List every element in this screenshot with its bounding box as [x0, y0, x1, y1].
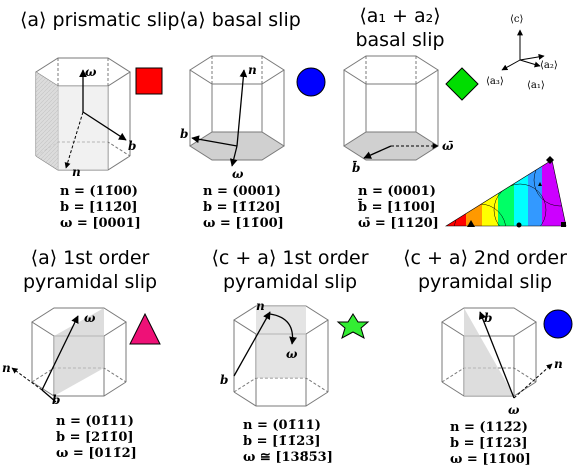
- panel-2-circle-marker: [296, 67, 326, 97]
- ipf-color-key: [444, 156, 567, 228]
- panel-5-formula-b: b = [1̄1̄23]: [243, 434, 321, 449]
- panel-5-omega-arc: [269, 313, 297, 345]
- panel-4-formula-n: n = (01̄11): [56, 414, 134, 429]
- axis-label-a2: ⟨a₂⟩: [540, 60, 558, 71]
- panel-6-label-n: n: [554, 357, 563, 371]
- panel-5-title: ⟨c + a⟩ 1st order pyramidal slip: [205, 246, 375, 294]
- panel-3-formula-b: b̄ = [11̄00]: [358, 200, 436, 215]
- panel-1-b-vector: [82, 111, 127, 141]
- panel-1-title-line-1: ⟨a⟩ prismatic slip: [20, 9, 180, 31]
- panel-1-formula-b: b = [112̄0]: [60, 200, 138, 215]
- panel-6-b-vector: [478, 311, 515, 399]
- panel-4-title-line-1: ⟨a⟩ 1st order: [30, 247, 150, 269]
- panel-5-formula-n: n = (01̄11): [243, 418, 321, 433]
- panel-6-n-vector: [513, 363, 553, 399]
- panel-4-title: ⟨a⟩ 1st order pyramidal slip: [10, 246, 170, 294]
- panel-2-formula-b: b = [1̄1̄20]: [203, 200, 281, 215]
- panel-4-b-vector: [41, 389, 57, 403]
- panel-2-title: ⟨a⟩ basal slip: [175, 8, 305, 32]
- panel-4-formula-b: b = [21̄1̄0]: [56, 430, 134, 445]
- panel-4-title-line-2: pyramidal slip: [22, 271, 158, 293]
- panel-5-formula-omega: ω ≅ [138̄5̄3]: [243, 450, 333, 465]
- panel-5-star-marker: [336, 313, 370, 340]
- panel-2-label-n: n: [248, 63, 257, 77]
- panel-6-formula-omega: ω = [11̄00]: [450, 452, 531, 467]
- panel-1-formula-n: n = (11̄00): [60, 184, 138, 199]
- panel-2-formulas: n = (0001) b = [1̄1̄20] ω = [11̄00]: [203, 184, 284, 232]
- panel-2-hexagonal-prism: [189, 55, 285, 160]
- panel-3-formulas: n = (0001) b̄ = [11̄00] ω̄ = [112̄0]: [358, 184, 439, 232]
- panel-6-formula-n: n = (112̄2): [450, 420, 528, 435]
- panel-6-formulas: n = (112̄2) b = [1̄1̄23] ω = [11̄00]: [450, 420, 531, 468]
- panel-2-label-omega: ω: [232, 167, 244, 181]
- panel-6-label-b: b: [484, 311, 492, 325]
- panel-1-label-omega: ω: [85, 65, 97, 79]
- panel-1-square-marker: [135, 67, 163, 95]
- panel-4-triangle-marker: [129, 312, 161, 345]
- panel-3-label-b: b̄: [352, 159, 360, 175]
- panel-5-label-omega: ω: [286, 347, 298, 361]
- panel-5-slip-plane: [256, 306, 306, 378]
- panel-1-title: ⟨a⟩ prismatic slip: [20, 8, 180, 32]
- axis-label-a3: ⟨a₃⟩: [486, 76, 504, 87]
- panel-3-title-line-2: basal slip: [355, 29, 445, 51]
- panel-2-title-line-1: ⟨a⟩ basal slip: [179, 9, 301, 31]
- panel-2-formula-n: n = (0001): [203, 184, 281, 199]
- panel-3-hexagonal-prism: [343, 55, 439, 160]
- panel-2-n-vector: [236, 69, 248, 147]
- panel-4-label-n: n: [2, 361, 11, 375]
- panel-4-omega-vector: [41, 315, 79, 391]
- panel-2-formula-omega: ω = [11̄00]: [203, 216, 284, 231]
- axis-label-a1: ⟨a₁⟩: [527, 80, 545, 91]
- panel-4-formulas: n = (01̄11) b = [21̄1̄0] ω = [011̄2]: [56, 414, 137, 462]
- crystal-axes-key: [501, 29, 545, 71]
- panel-5-label-b: b: [220, 373, 228, 387]
- panel-6-title-line-2: pyramidal slip: [417, 271, 553, 293]
- panel-1-label-b: b: [128, 139, 136, 153]
- panel-3-label-omega: ω̄: [442, 139, 454, 153]
- panel-4-n-vector: [11, 367, 43, 391]
- panel-6-title: ⟨c + a⟩ 2nd order pyramidal slip: [400, 246, 570, 294]
- panel-5-formulas: n = (01̄11) b = [1̄1̄23] ω ≅ [138̄5̄3]: [243, 418, 333, 466]
- panel-6-slip-plane: [464, 308, 514, 396]
- panel-5-b-vector: [233, 311, 271, 377]
- panel-1-label-n: n: [72, 165, 81, 179]
- panel-4-label-b: b: [52, 393, 60, 407]
- panel-4-formula-omega: ω = [011̄2]: [56, 446, 137, 461]
- panel-5-title-line-1: ⟨c + a⟩ 1st order: [211, 247, 369, 269]
- panel-3-diamond-marker: [445, 67, 479, 101]
- axis-label-c: ⟨c⟩: [510, 14, 524, 25]
- panel-4-slip-plane: [54, 308, 104, 396]
- panel-2-b-vector: [191, 135, 238, 147]
- panel-3-title: ⟨a₁ + a₂⟩ basal slip: [330, 4, 470, 52]
- panel-2-omega-vector: [229, 145, 238, 167]
- panel-3-formula-omega: ω̄ = [112̄0]: [358, 216, 439, 231]
- panel-6-circle-marker: [543, 309, 573, 339]
- panel-3-title-line-1: ⟨a₁ + a₂⟩: [359, 5, 441, 27]
- panel-1-slip-plane-back: [58, 86, 108, 170]
- panel-3-b-vector: [363, 145, 392, 159]
- panel-2-label-b: b: [180, 127, 188, 141]
- panel-6-label-omega: ω: [508, 403, 520, 417]
- panel-6-formula-b: b = [1̄1̄23]: [450, 436, 528, 451]
- panel-1-formula-omega: ω = [0001]: [60, 216, 141, 231]
- panel-1-formulas: n = (11̄00) b = [112̄0] ω = [0001]: [60, 184, 141, 232]
- panel-1-slip-plane: [36, 72, 58, 170]
- panel-5-label-n: n: [256, 299, 265, 313]
- panel-6-title-line-1: ⟨c + a⟩ 2nd order: [403, 247, 567, 269]
- panel-5-title-line-2: pyramidal slip: [222, 271, 358, 293]
- panel-3-formula-n: n = (0001): [358, 184, 436, 199]
- panel-4-label-omega: ω: [84, 311, 96, 325]
